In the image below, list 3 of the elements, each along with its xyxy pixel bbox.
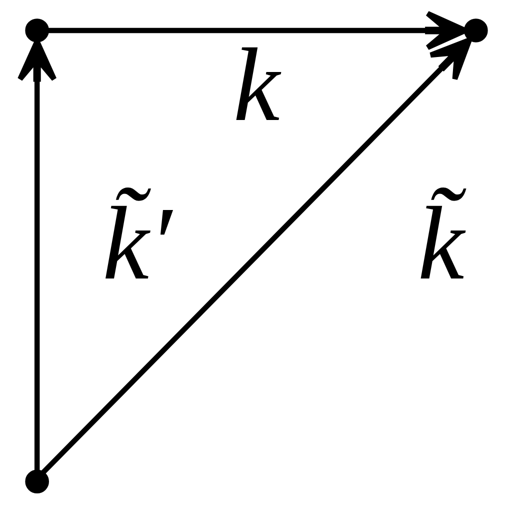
edge-label: k	[233, 26, 280, 143]
edge-label: k̃	[418, 186, 464, 302]
edge-label: k̃′	[102, 186, 172, 302]
